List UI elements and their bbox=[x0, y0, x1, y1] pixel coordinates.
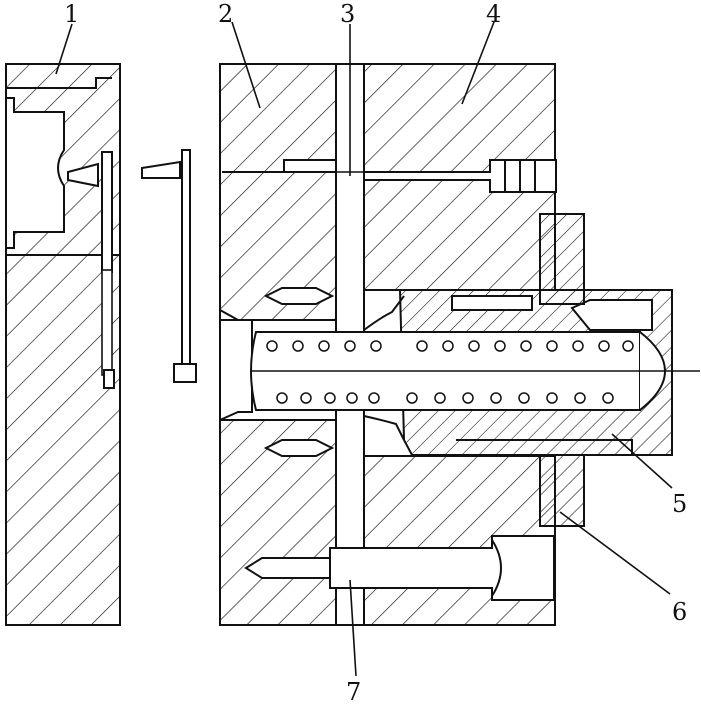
callout-7: 7 bbox=[346, 678, 361, 704]
callout-1: 1 bbox=[64, 0, 79, 28]
callout-3: 3 bbox=[340, 0, 355, 28]
callout-6: 6 bbox=[672, 598, 687, 626]
part-1-fixed-plate bbox=[5, 63, 121, 626]
leader-line-6 bbox=[559, 511, 671, 595]
ejected-sprue-piece bbox=[141, 149, 197, 383]
callout-4: 4 bbox=[486, 0, 501, 28]
leader-line-5 bbox=[611, 433, 673, 489]
part-6-locating-block bbox=[451, 213, 585, 527]
leader-line-7 bbox=[349, 579, 357, 677]
part-5-hot-nozzle bbox=[250, 289, 700, 456]
callout-2: 2 bbox=[218, 0, 233, 28]
leader-line-1 bbox=[55, 23, 73, 75]
part-4-stationary-plate bbox=[329, 63, 557, 626]
leader-line-2 bbox=[231, 21, 261, 109]
leader-line-4 bbox=[461, 21, 495, 105]
callout-5: 5 bbox=[672, 490, 687, 518]
